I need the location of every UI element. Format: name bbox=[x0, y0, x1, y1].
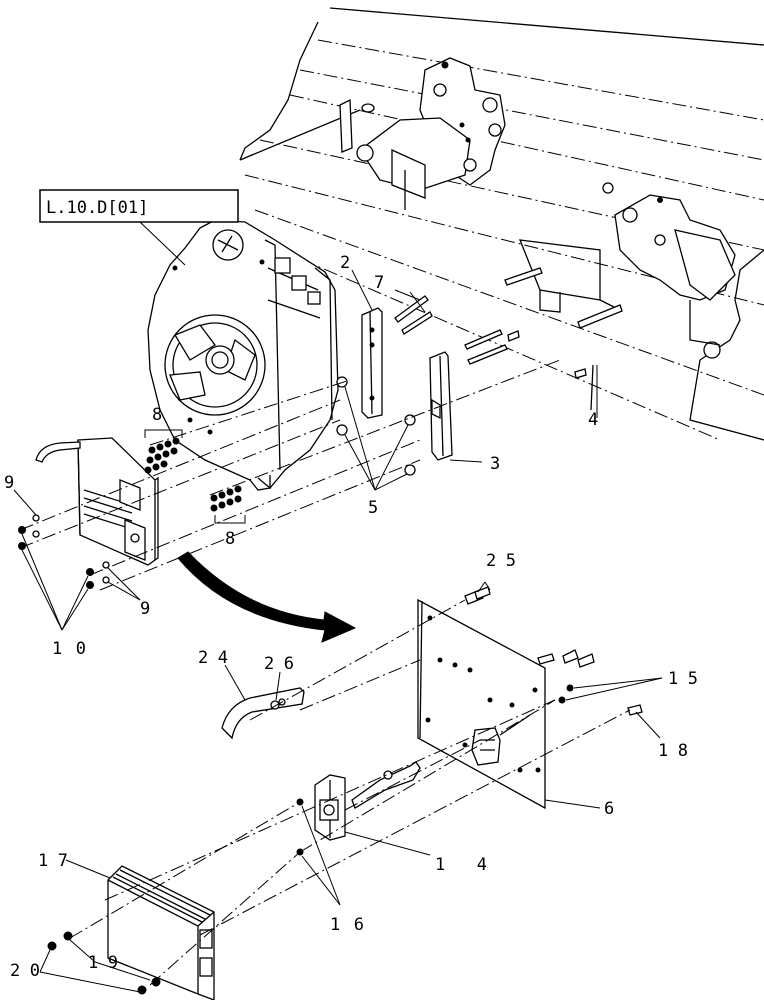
callout-8-lower: 8 bbox=[225, 529, 235, 549]
bolt-18 bbox=[627, 704, 661, 739]
switch-14 bbox=[314, 774, 431, 856]
callout-15: 15 bbox=[668, 669, 698, 689]
control-box-upper bbox=[35, 437, 159, 566]
stud-pins bbox=[504, 267, 623, 379]
control-module-17 bbox=[65, 859, 215, 1000]
callout-8-upper: 8 bbox=[152, 405, 162, 425]
callout-14: 14 bbox=[435, 855, 487, 875]
callout-16: 16 bbox=[330, 915, 364, 935]
callout-9-right: 9 bbox=[140, 599, 150, 619]
reference-box: L.10.D[01] bbox=[39, 189, 239, 266]
callout-24: 24 bbox=[198, 648, 228, 668]
callout-5: 5 bbox=[368, 498, 378, 518]
callout-18: 18 bbox=[658, 741, 688, 761]
callout-10: 10 bbox=[52, 639, 86, 659]
fasteners-8 bbox=[144, 429, 246, 524]
callout-labels: 2 3 4 5 6 7 8 8 9 9 10 14 15 16 17 18 19… bbox=[4, 253, 698, 981]
callout-6: 6 bbox=[604, 799, 614, 819]
callout-25: 25 bbox=[486, 551, 516, 571]
assembly-lines-left bbox=[19, 359, 561, 591]
bracket-2 bbox=[351, 269, 383, 419]
hinge-assembly-lower bbox=[602, 182, 736, 359]
callout-17: 17 bbox=[38, 851, 68, 871]
nuts-5 bbox=[336, 376, 416, 491]
callout-4: 4 bbox=[588, 410, 598, 430]
mounting-plate-6 bbox=[417, 598, 601, 810]
handle-24 bbox=[221, 664, 305, 740]
hinge-assembly-upper bbox=[339, 57, 506, 210]
bolts-15 bbox=[537, 649, 663, 704]
callout-2: 2 bbox=[340, 253, 350, 273]
washers-16 bbox=[296, 798, 341, 906]
fan-housing bbox=[147, 219, 339, 491]
assembly-lines-lower bbox=[69, 599, 631, 986]
callout-3: 3 bbox=[490, 454, 500, 474]
callout-26: 26 bbox=[264, 654, 294, 674]
bolts-25 bbox=[464, 581, 491, 605]
callout-19: 19 bbox=[88, 953, 118, 973]
reference-box-label: L.10.D[01] bbox=[46, 198, 148, 218]
callout-7: 7 bbox=[374, 273, 384, 293]
fasteners-9-10 bbox=[13, 489, 141, 631]
bolts-7 bbox=[394, 289, 433, 335]
reference-box-frame bbox=[39, 189, 239, 223]
callout-9-left: 9 bbox=[4, 473, 14, 493]
bolts-center bbox=[464, 329, 594, 411]
transition-arrow bbox=[177, 551, 357, 643]
callout-20: 20 bbox=[10, 961, 40, 981]
handle-plate bbox=[351, 761, 421, 809]
